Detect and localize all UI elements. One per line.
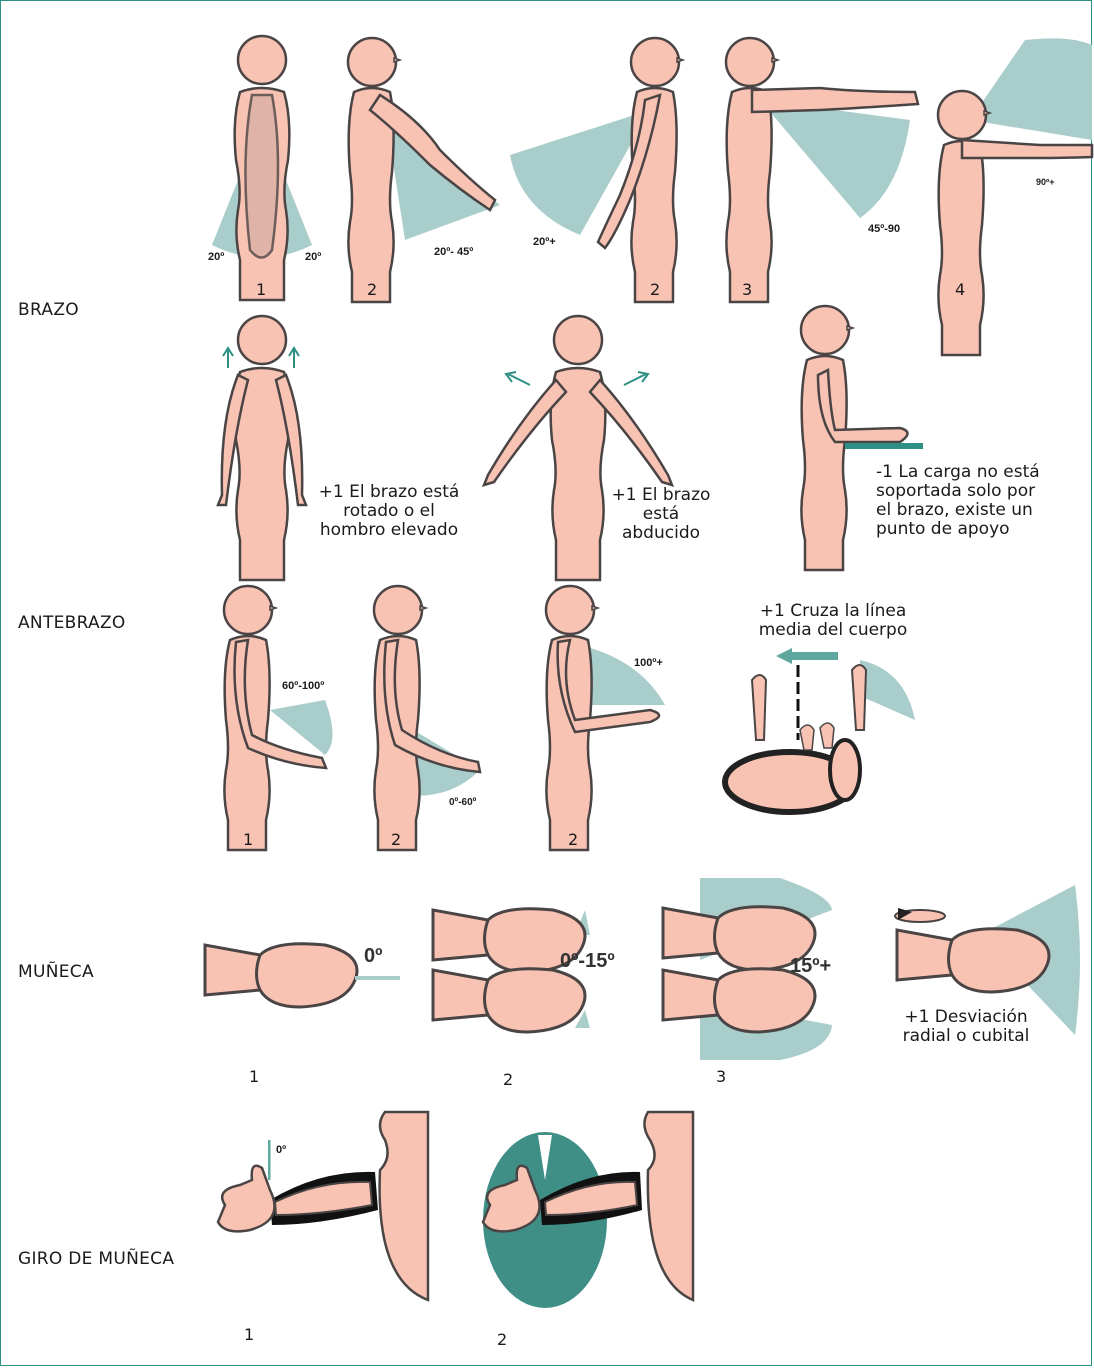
angle-brazo-2b: 20º+ [533,236,556,248]
angle-muneca-1: 0º [364,945,382,968]
note-apoyo-line-2: soportada solo por [876,482,1082,501]
section-antebrazo: ANTEBRAZO [18,613,126,633]
angle-giro-1: 0º [276,1144,286,1156]
angle-antebrazo-2: 0º-60º [449,797,476,808]
giro-number-2: 2 [497,1330,507,1349]
brazo-fig-4 [938,38,1092,355]
note-cruza-line-2: media del cuerpo [740,621,926,640]
brazo-fig-3 [726,38,918,302]
angle-antebrazo-3: 100º+ [634,657,663,669]
note-abducido-line-3: abducido [598,524,724,543]
note-abducido-line-2: está [598,505,724,524]
note-apoyo-line-3: el brazo, existe un [876,501,1082,520]
brazo-number-2: 2 [367,280,377,299]
note-desviacion-line-2: radial o cubital [886,1027,1046,1046]
section-brazo: BRAZO [18,300,79,320]
note-muneca-desviacion: +1 Desviación radial o cubital [886,1008,1046,1046]
brazo-fig-1 [212,36,312,300]
note-abducido-line-1: +1 El brazo [598,486,724,505]
brazo-fig-rotado [218,316,306,580]
antebrazo-number-1: 1 [243,830,253,849]
muneca-number-1: 1 [249,1067,259,1086]
angle-antebrazo-1: 60º-100º [282,680,324,692]
antebrazo-number-2: 2 [391,830,401,849]
note-rotado-line-3: hombro elevado [300,521,478,540]
antebrazo-fig-cruza [725,648,915,812]
brazo-fig-2 [348,38,500,302]
muneca-number-2: 2 [503,1070,513,1089]
antebrazo-number-2b: 2 [568,830,578,849]
antebrazo-fig-1 [224,586,333,850]
note-cruza-line-1: +1 Cruza la línea [740,602,926,621]
brazo-number-4: 4 [955,280,965,299]
giro-number-1: 1 [244,1325,254,1344]
note-rotado-line-1: +1 El brazo está [300,483,478,502]
section-giro: GIRO DE MUÑECA [18,1249,174,1269]
muneca-number-3: 3 [716,1067,726,1086]
angle-muneca-3: 15º+ [790,955,831,978]
note-brazo-rotado: +1 El brazo está rotado o el hombro elev… [300,483,478,540]
angle-brazo-3: 45º-90 [868,223,900,235]
brazo-number-2b: 2 [650,280,660,299]
note-rotado-line-2: rotado o el [300,502,478,521]
angle-brazo-4: 90º+ [1036,177,1055,187]
note-apoyo-line-4: punto de apoyo [876,520,1082,539]
note-brazo-apoyo: -1 La carga no está soportada solo por e… [876,463,1082,539]
note-apoyo-line-1: -1 La carga no está [876,463,1082,482]
angle-brazo-1-left: 20º [208,251,224,263]
brazo-number-3: 3 [742,280,752,299]
angle-brazo-1-right: 20º [305,251,321,263]
note-brazo-abducido: +1 El brazo está abducido [598,486,724,543]
note-antebrazo-cruza: +1 Cruza la línea media del cuerpo [740,602,926,640]
brazo-number-1: 1 [256,280,266,299]
giro-fig-2 [483,1112,693,1308]
giro-fig-1 [218,1112,428,1300]
section-muneca: MUÑECA [18,962,94,982]
angle-brazo-2: 20º- 45º [434,246,473,258]
antebrazo-fig-3 [546,586,665,850]
antebrazo-fig-2 [374,586,480,850]
note-desviacion-line-1: +1 Desviación [886,1008,1046,1027]
brazo-fig-2b [510,38,683,302]
angle-muneca-2: 0º-15º [560,950,615,973]
